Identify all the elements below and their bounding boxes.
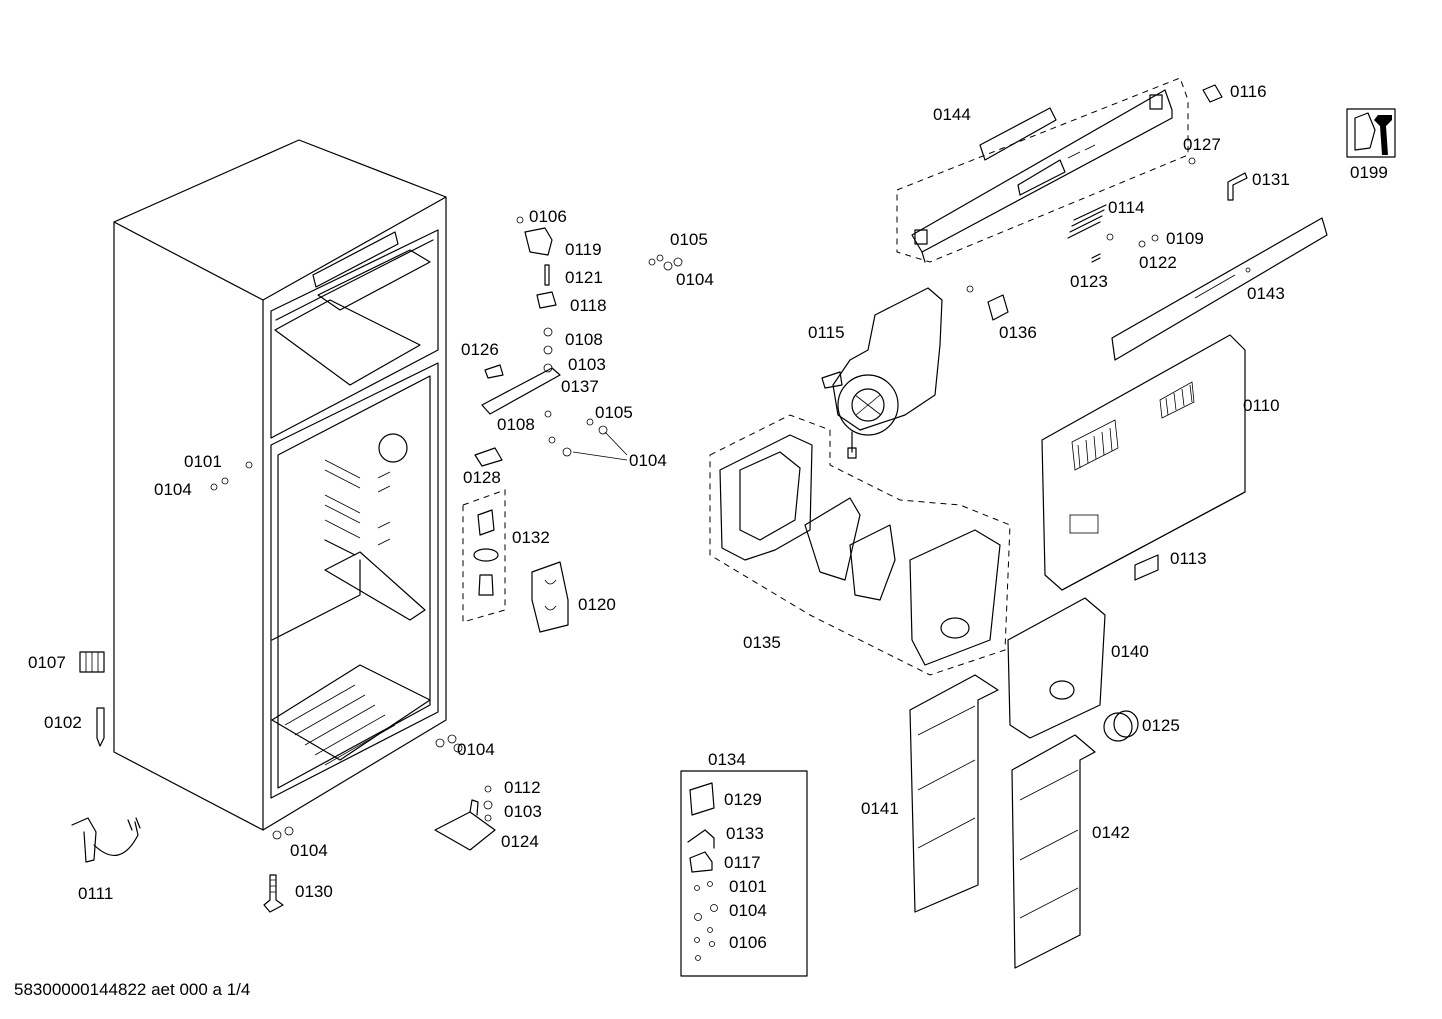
label-0125: 0125: [1142, 716, 1180, 735]
label-0142: 0142: [1092, 823, 1130, 842]
label-0103: 0103: [568, 355, 606, 374]
label-0115: 0115: [808, 323, 845, 342]
label-0113: 0113: [1170, 549, 1207, 568]
label-0130: 0130: [295, 882, 333, 901]
label-0104: 0104: [629, 451, 667, 470]
trim-strip-icon: [1111, 217, 1328, 361]
label-0126: 0126: [461, 340, 499, 359]
label-0140: 0140: [1111, 642, 1149, 661]
fan-icon: [821, 287, 943, 459]
label-0132: 0132: [512, 528, 550, 547]
label-0135: 0135: [743, 633, 781, 652]
label-0119: 0119: [565, 240, 602, 259]
label-0117: 0117: [724, 853, 761, 872]
cabinet-icon: [113, 139, 447, 831]
label-0108: 0108: [565, 330, 603, 349]
label-0116: 0116: [1230, 82, 1267, 101]
label-0134: 0134: [708, 750, 746, 769]
label-0120: 0120: [578, 595, 616, 614]
label-0107: 0107: [28, 653, 66, 672]
label-0106: 0106: [729, 933, 767, 952]
label-0105: 0105: [670, 230, 708, 249]
label-0114: 0114: [1108, 198, 1145, 217]
label-0123: 0123: [1070, 272, 1108, 291]
plug-icon: [71, 477, 463, 913]
label-0144: 0144: [933, 105, 971, 124]
label-0141: 0141: [861, 799, 899, 818]
label-0199: 0199: [1350, 163, 1388, 182]
hinge-icon: [434, 785, 496, 851]
parts-kit-icon: [680, 770, 808, 977]
label-0106: 0106: [529, 207, 567, 226]
label-0118: 0118: [570, 296, 607, 315]
duct-cover-icon: [1007, 597, 1106, 739]
knob-icon: [1103, 710, 1139, 742]
label-0112: 0112: [504, 778, 541, 797]
label-0105: 0105: [595, 403, 633, 422]
rear-panel-icon: [909, 674, 1096, 969]
drawing-code: 58300000144822 aet 000 a 1/4: [14, 980, 251, 999]
label-0133: 0133: [726, 824, 764, 843]
label-0102: 0102: [44, 713, 82, 732]
door-switch-icon: [462, 489, 569, 633]
label-0128: 0128: [463, 468, 501, 487]
service-tool-icon: [1346, 108, 1396, 158]
label-0104: 0104: [729, 901, 767, 920]
label-0131: 0131: [1252, 170, 1290, 189]
label-0127: 0127: [1183, 135, 1221, 154]
label-0136: 0136: [999, 323, 1037, 342]
label-0124: 0124: [501, 832, 539, 851]
label-0122: 0122: [1139, 253, 1177, 272]
control-panel-icon: [896, 77, 1248, 263]
label-0103: 0103: [504, 802, 542, 821]
label-0104: 0104: [154, 480, 192, 499]
evaporator-cover-icon: [1041, 334, 1246, 591]
air-duct-icon: [709, 414, 1011, 676]
label-0104: 0104: [676, 270, 714, 289]
label-0104: 0104: [290, 841, 328, 860]
label-0129: 0129: [724, 790, 762, 809]
label-0143: 0143: [1247, 284, 1285, 303]
label-0121: 0121: [565, 268, 603, 287]
part-labels: 0101 0104 0107 0102 0111 0130 0104 0104 …: [28, 82, 1388, 952]
label-0108: 0108: [497, 415, 535, 434]
label-0109: 0109: [1166, 229, 1204, 248]
label-0101: 0101: [729, 877, 767, 896]
cover-icon: [987, 294, 1009, 321]
label-0104: 0104: [457, 740, 495, 759]
label-0111: 0111: [78, 884, 113, 903]
hinge-assembly-icon: [474, 216, 683, 467]
label-0110: 0110: [1243, 396, 1280, 415]
label-0137: 0137: [561, 377, 599, 396]
label-0101: 0101: [184, 452, 222, 471]
lamp-cluster-icon: [966, 204, 1159, 293]
